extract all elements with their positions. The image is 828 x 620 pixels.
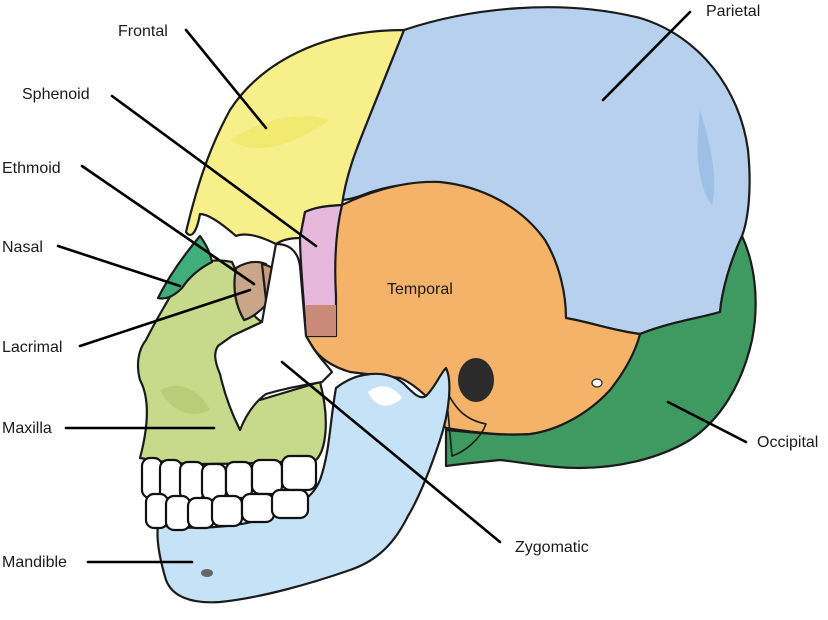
teeth (140, 454, 318, 532)
lacrimal-leader (78, 288, 252, 348)
tooth (240, 492, 276, 524)
tooth (280, 454, 318, 492)
tooth (224, 460, 254, 500)
label-sphenoid: Sphenoid (22, 86, 90, 103)
label-maxilla: Maxilla (2, 420, 52, 437)
label-parietal: Parietal (706, 3, 760, 20)
tooth (186, 496, 216, 530)
tooth (178, 460, 206, 502)
tooth (144, 492, 170, 530)
ear-canal (458, 358, 494, 402)
label-frontal: Frontal (118, 23, 168, 40)
sphenoid-leader (110, 94, 318, 248)
parietal-leader (601, 10, 692, 102)
occipital-leader (666, 400, 748, 444)
tooth (210, 494, 244, 528)
label-zygomatic: Zygomatic (515, 539, 589, 556)
maxilla-shade (160, 386, 210, 414)
parietal-shade (697, 110, 715, 205)
label-lacrimal: Lacrimal (2, 339, 62, 356)
frontal-shade (230, 116, 330, 149)
mandible-notch (368, 386, 402, 406)
label-ethmoid: Ethmoid (2, 160, 61, 177)
zygomatic-bone (214, 242, 334, 432)
occipital-foramen (591, 378, 603, 388)
tooth (250, 458, 284, 496)
sphenoid-lower (306, 305, 336, 336)
nasal-leader (56, 244, 182, 288)
zygomatic-leader (280, 360, 502, 544)
ethmoid-leader (80, 164, 256, 286)
label-temporal: Temporal (387, 281, 453, 298)
label-nasal: Nasal (2, 239, 43, 256)
tooth (270, 488, 310, 520)
tooth (200, 462, 228, 502)
frontal-leader (184, 28, 268, 130)
mental-foramen (201, 569, 213, 577)
styloid-region (445, 389, 487, 457)
label-mandible: Mandible (2, 554, 67, 571)
label-occipital: Occipital (757, 434, 818, 451)
tooth (164, 494, 192, 532)
occipital-bone (444, 234, 757, 470)
